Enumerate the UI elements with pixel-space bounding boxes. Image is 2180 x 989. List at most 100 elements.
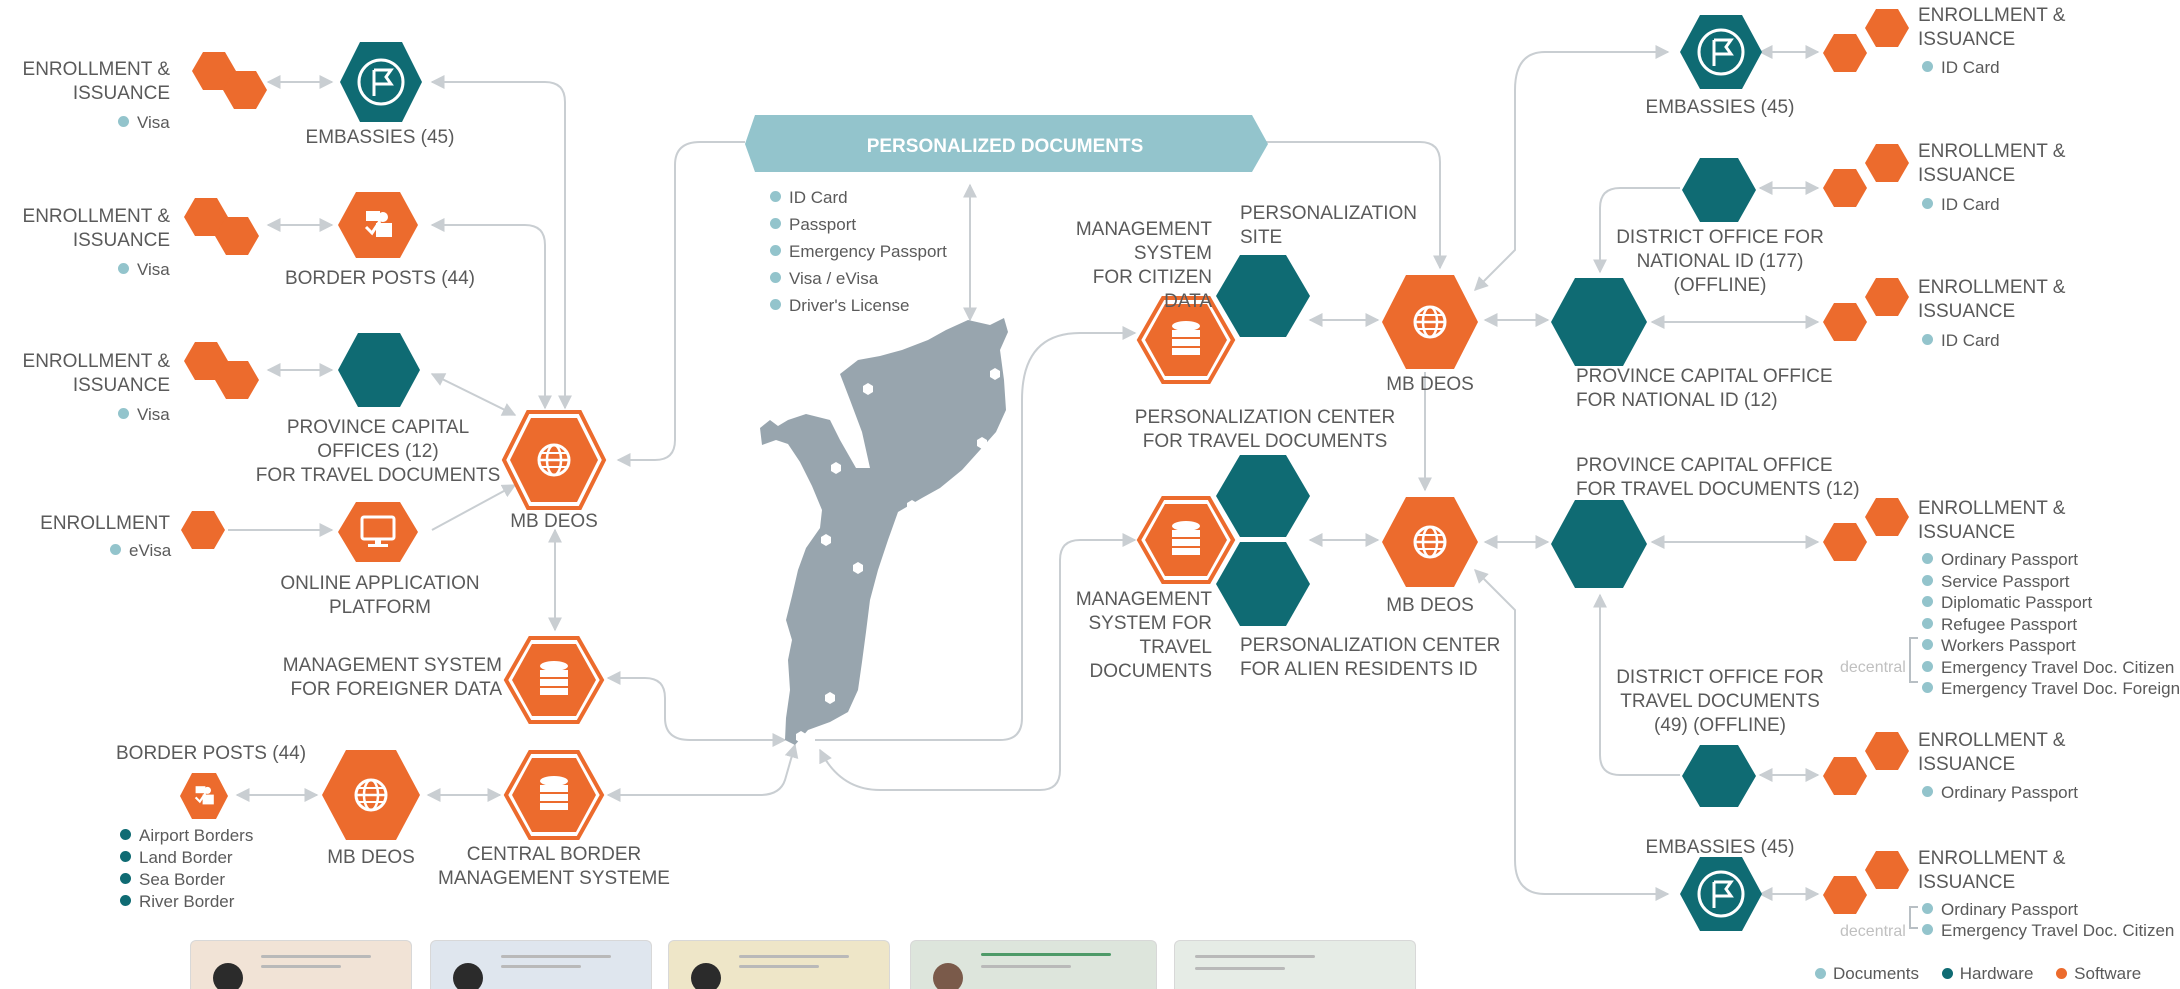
portrait-image [933, 963, 963, 989]
travel-doc-etd-foreigner: Emergency Travel Doc. Foreigner [1922, 678, 2180, 700]
legend-documents-label: Documents [1833, 964, 1919, 983]
visa-item-1: Visa [118, 112, 170, 134]
mgmt-citizen-label: MANAGEMENT SYSTEM FOR CITIZEN DATA [1075, 219, 1212, 312]
doc-type-label: Visa / eVisa [789, 269, 879, 288]
banner-title: PERSONALIZED DOCUMENTS [867, 136, 1144, 157]
embassy-node-right-bottom [1680, 857, 1762, 931]
mb-deos-node-center-top [1382, 275, 1478, 369]
border-posts-label: BORDER POSTS (44) [284, 268, 476, 289]
embassy-docs-list: Ordinary Passport Emergency Travel Doc. … [1922, 899, 2174, 941]
travel-doc-workers: Workers Passport [1922, 635, 2180, 657]
border-types-list: Airport Borders Land Border Sea Border R… [120, 825, 253, 913]
decentral-label-1: decentral [1840, 659, 1906, 676]
visa-item-3: Visa [118, 404, 170, 426]
border-type-label: Airport Borders [139, 826, 254, 845]
mb-deos-label-bottom-left: MB DEOS [327, 847, 415, 868]
mgmt-foreigner-label: MANAGEMENT SYSTEM FOR FOREIGNER DATA [282, 655, 502, 700]
pc-alien-node [1216, 542, 1310, 626]
legend-software: Software [2056, 964, 2141, 983]
portrait-image [213, 963, 243, 989]
id-card-item-3: ID Card [1922, 330, 2000, 352]
embassy-doc-etd-citizen: Emergency Travel Doc. Citizen [1922, 920, 2174, 941]
document-thumbnail-4 [910, 940, 1157, 989]
mb-deos-node-left [501, 410, 607, 510]
travel-doc-label: Workers Passport [1941, 636, 2076, 655]
officer-icon [364, 211, 392, 237]
visa-label: Visa [137, 113, 170, 132]
decentral-label-2: decentral [1840, 923, 1906, 940]
mgmt-citizen-node [1136, 296, 1236, 384]
central-border-node [503, 750, 605, 840]
personalization-site-node [1216, 255, 1310, 337]
travel-doc-etd-citizen: Emergency Travel Doc. Citizen [1922, 657, 2180, 679]
doc-type-label: ID Card [789, 188, 848, 207]
portrait-image [691, 963, 721, 989]
visa-item-2: Visa [118, 259, 170, 281]
pc-travel-label: PERSONALIZATION CENTER FOR TRAVEL DOCUME… [1134, 407, 1396, 452]
enroll-label-province: ENROLLMENT & ISSUANCE [22, 351, 170, 396]
portrait-image [453, 963, 483, 989]
doc-type-passport: Passport [770, 211, 947, 238]
enrollment-hex-pair-right-6 [1823, 851, 1909, 914]
travel-doc-label: Refugee Passport [1941, 614, 2078, 634]
mb-deos-node-center-bottom [1382, 497, 1478, 587]
travel-doc-label: Diplomatic Passport [1941, 593, 2093, 612]
embassies-label-right-top: EMBASSIES (45) [1645, 97, 1795, 118]
ordinary-passport-item: Ordinary Passport [1922, 782, 2078, 804]
travel-doc-ordinary: Ordinary Passport [1922, 549, 2180, 571]
legend-hardware-label: Hardware [1959, 964, 2034, 983]
enroll-label-right-3: ENROLLMENT & ISSUANCE [1918, 277, 2066, 322]
province-travel-label: PROVINCE CAPITAL OFFICE FOR TRAVEL DOCUM… [1576, 455, 1860, 500]
mgmt-travel-label: MANAGEMENT SYSTEM FOR TRAVEL DOCUMENTS [1075, 589, 1212, 682]
enroll-label-border: ENROLLMENT & ISSUANCE [22, 206, 170, 251]
legend-software-label: Software [2074, 964, 2142, 983]
travel-doc-label: Emergency Travel Doc. Foreigner [1941, 679, 2180, 698]
enroll-label-right-5: ENROLLMENT & ISSUANCE [1918, 730, 2066, 775]
border-type-label: Sea Border [139, 870, 225, 889]
travel-doc-label: Service Passport [1941, 571, 2070, 591]
online-platform-node [338, 502, 418, 562]
province-national-id-node [1551, 278, 1647, 366]
legend-documents: Documents [1815, 964, 1919, 983]
travel-doc-label: Emergency Travel Doc. Citizen [1941, 657, 2175, 677]
doc-type-emergency-passport: Emergency Passport [770, 238, 947, 265]
doc-type-drivers-license: Driver's License [770, 292, 947, 319]
doc-type-label: Passport [789, 215, 857, 234]
id-card-label: ID Card [1941, 195, 2000, 214]
enrollment-hex-pair-right-1 [1823, 9, 1909, 72]
pc-alien-label: PERSONALIZATION CENTER FOR ALIEN RESIDEN… [1240, 635, 1501, 680]
border-post-small-node [180, 773, 228, 819]
border-type-label: Land Border [139, 848, 233, 867]
personalization-site-label: PERSONALIZATION SITE [1240, 203, 1418, 248]
embassy-doc-ordinary: Ordinary Passport [1922, 899, 2174, 920]
personalized-documents-banner: PERSONALIZED DOCUMENTS [745, 115, 1268, 172]
border-type-river: River Border [120, 891, 253, 913]
province-travel-node [1551, 500, 1647, 588]
embassies-label-right-bottom: EMBASSIES (45) [1645, 837, 1795, 858]
travel-doc-diplomatic: Diplomatic Passport [1922, 592, 2180, 614]
evisa-label: eVisa [129, 541, 172, 560]
province-national-id-label: PROVINCE CAPITAL OFFICE FOR NATIONAL ID … [1576, 366, 1833, 411]
enrollment-hex-pair-border [184, 198, 259, 255]
embassy-node-left [340, 42, 422, 122]
id-card-label: ID Card [1941, 58, 2000, 77]
id-card-item-1: ID Card [1922, 57, 2000, 79]
monitor-icon [360, 515, 396, 547]
travel-doc-list: Ordinary Passport Service Passport Diplo… [1922, 549, 2180, 700]
enroll-label-embassies: ENROLLMENT & ISSUANCE [22, 59, 170, 104]
mb-deos-label-left: MB DEOS [510, 511, 598, 532]
document-thumbnail-2 [430, 940, 652, 989]
district-travel-label: DISTRICT OFFICE FOR TRAVEL DOCUMENTS (49… [1616, 667, 1824, 736]
pc-travel-node [1216, 455, 1310, 537]
central-border-label: CENTRAL BORDER MANAGEMENT SYSTEME [438, 844, 670, 889]
province-capital-node-left [338, 333, 420, 407]
border-type-sea: Sea Border [120, 869, 253, 891]
enroll-label-right-6: ENROLLMENT & ISSUANCE [1918, 848, 2066, 893]
embassy-node-right-top [1680, 15, 1762, 89]
enrollment-hex-pair-right-3 [1823, 278, 1909, 341]
ordinary-passport-label: Ordinary Passport [1941, 783, 2078, 802]
mgmt-foreigner-node [503, 636, 605, 724]
doc-type-id-card: ID Card [770, 184, 947, 211]
id-card-label: ID Card [1941, 331, 2000, 350]
